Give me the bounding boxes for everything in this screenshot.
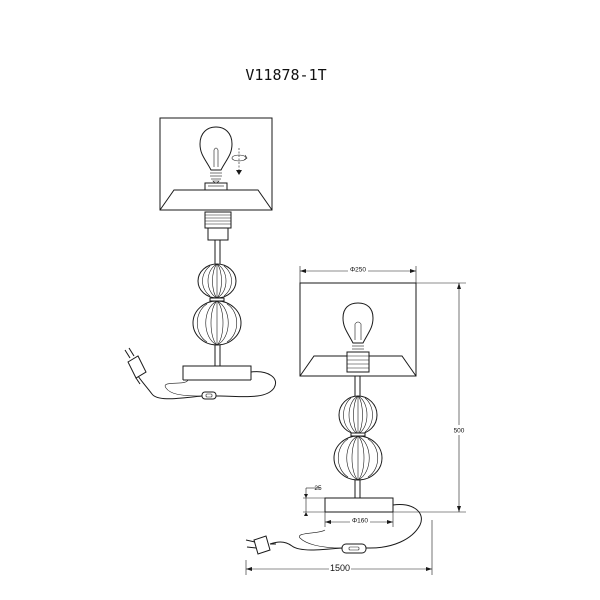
left-shade-outline [159,117,273,211]
cord-length-label: 1500 [330,563,350,573]
right-socket [346,351,370,373]
left-cord-back [164,379,203,397]
left-plug-icon [124,347,147,385]
left-cord-switch [201,391,217,400]
left-socket-cap [204,182,228,191]
left-upper-ball [197,263,237,299]
left-cord-plug-lead [137,375,203,400]
left-socket-holder [207,227,229,241]
model-title: V11878-1T [245,66,326,84]
left-shade-spider [159,189,273,211]
right-bulb-icon [342,302,374,350]
right-upper-ball [338,395,378,435]
dimension-annotations: Φ250 500 25 Φ160 1500 [245,265,468,575]
left-cord-right [216,371,276,398]
right-cord-right [366,503,422,549]
right-lower-ball [333,435,383,481]
right-base [324,497,394,512]
height-label: 500 [454,428,465,435]
base-diameter-label: Φ160 [352,518,368,525]
right-cord-plug-lead [269,541,343,551]
right-cord-switch [341,543,367,554]
base-height-label: 25 [314,485,322,492]
left-bulb-icon [199,126,233,185]
right-plug-icon [245,535,276,555]
right-shade-outline [299,282,417,377]
left-base [182,365,252,380]
right-cord-back [299,529,343,549]
rotate-arrow-icon [231,148,248,175]
left-lower-ball [192,300,242,346]
right-lamp-dimensioned [245,282,422,555]
left-threaded-socket [204,211,232,229]
left-lamp-assembly [124,117,276,400]
shade-diameter-label: Φ250 [350,267,366,274]
